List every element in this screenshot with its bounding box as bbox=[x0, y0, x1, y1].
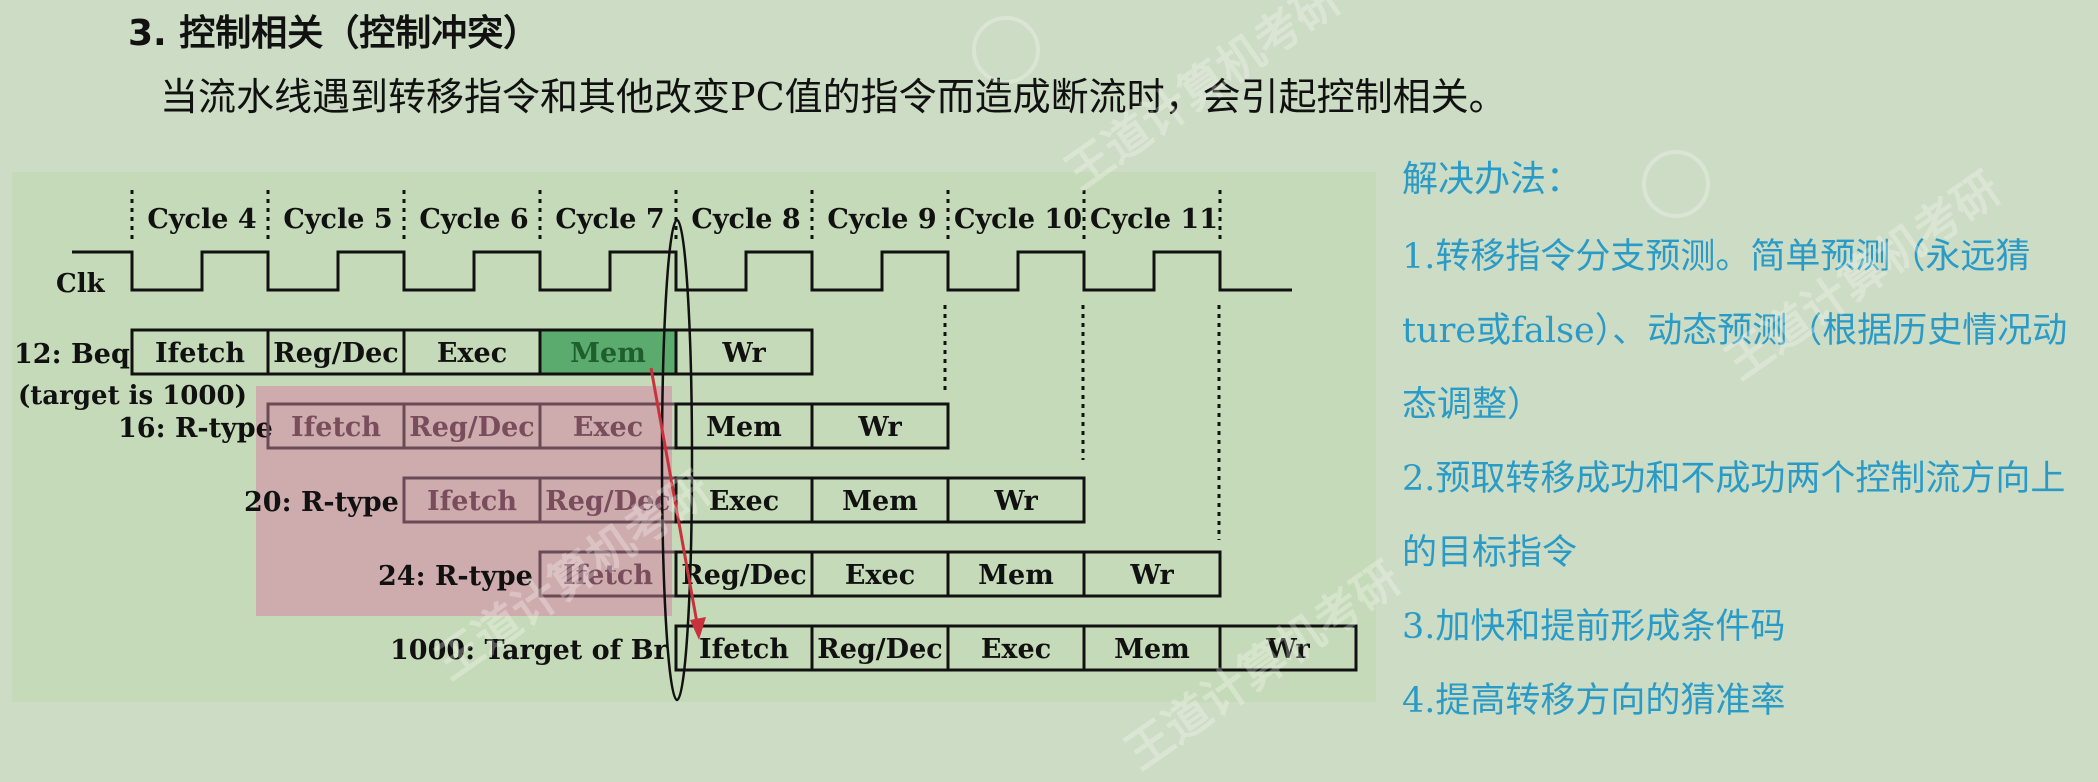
stage-label: Exec bbox=[845, 560, 915, 591]
stage-box bbox=[810, 402, 950, 450]
cycle-label: Cycle 10 bbox=[954, 204, 1082, 235]
cycle-label: Cycle 5 bbox=[283, 204, 392, 235]
stage-label: Wr bbox=[993, 486, 1038, 517]
stage-label: Wr bbox=[721, 338, 766, 369]
cycle-label: Cycle 9 bbox=[827, 204, 936, 235]
intro-text: 当流水线遇到转移指令和其他改变PC值的指令而造成断流时，会引起控制相关。 bbox=[160, 75, 1507, 119]
stage-label: Exec bbox=[981, 634, 1051, 665]
instruction-label: 24: R-type bbox=[378, 561, 533, 592]
stage-label: Ifetch bbox=[155, 338, 245, 369]
stage-label: Reg/Dec bbox=[273, 338, 398, 369]
instruction-label: 16: R-type bbox=[118, 413, 273, 444]
stage-label: Exec bbox=[709, 486, 779, 517]
instruction-sublabel: (target is 1000) bbox=[18, 381, 247, 411]
stage-label: Ifetch bbox=[699, 634, 789, 665]
pipeline-diagram: Cycle 4 Cycle 5 Cycle 6 Cycle 7 Cycle 8 Cycle… bbox=[14, 190, 1358, 702]
stage-box bbox=[1082, 550, 1222, 598]
instruction-label: 20: R-type bbox=[244, 487, 399, 518]
clock-waveform bbox=[72, 250, 1292, 292]
solution-item: 4.提高转移方向的猜准率 bbox=[1402, 681, 1786, 721]
stage-label: Mem bbox=[978, 560, 1054, 591]
solution-item: 1.转移指令分支预测。简单预测（永远猜ture或false）、动态预测（根据历史… bbox=[1402, 237, 2068, 425]
cycle-label: Cycle 8 bbox=[691, 204, 800, 235]
stage-label: Mem bbox=[842, 486, 918, 517]
stage-box bbox=[538, 328, 678, 376]
branch-resolution-oval bbox=[660, 218, 694, 702]
stage-label: Wr bbox=[1129, 560, 1174, 591]
stage-label: Mem bbox=[706, 412, 782, 443]
watermark-seal bbox=[1642, 150, 1710, 218]
clk-label: Clk bbox=[56, 269, 106, 299]
stage-box bbox=[1218, 624, 1358, 672]
cycle-label: Cycle 7 bbox=[555, 204, 664, 235]
stage-box bbox=[946, 476, 1086, 524]
section-title: 3. 控制相关（控制冲突） bbox=[128, 13, 540, 54]
stage-label: Reg/Dec bbox=[409, 412, 534, 443]
solution-item: 2.预取转移成功和不成功两个控制流方向上的目标指令 bbox=[1402, 459, 2066, 573]
branch-arrowhead bbox=[690, 617, 706, 640]
stage-label: Mem bbox=[1114, 634, 1190, 665]
solution-item: 3.加快和提前形成条件码 bbox=[1402, 607, 1786, 647]
stage-label: Reg/Dec bbox=[817, 634, 942, 665]
cycle-label: Cycle 6 bbox=[419, 204, 528, 235]
cycle-label: Cycle 4 bbox=[147, 204, 256, 235]
stage-label: Exec bbox=[437, 338, 507, 369]
solutions-title: 解决办法： bbox=[1402, 159, 1583, 200]
stall-region bbox=[256, 386, 672, 616]
stage-label: Wr bbox=[857, 412, 902, 443]
stage-label: Reg/Dec bbox=[681, 560, 806, 591]
stage-label: Ifetch bbox=[291, 412, 381, 443]
instruction-label: 12: Beq bbox=[14, 339, 130, 370]
stage-label: Reg/Dec bbox=[545, 486, 670, 517]
stage-label: Ifetch bbox=[427, 486, 517, 517]
stage-label: Exec bbox=[573, 412, 643, 443]
stage-box bbox=[674, 328, 814, 376]
stage-label: Ifetch bbox=[563, 560, 653, 591]
stage-label: Wr bbox=[1265, 634, 1310, 665]
branch-arrow bbox=[649, 367, 701, 635]
solutions-list: 1.转移指令分支预测。简单预测（永远猜ture或false）、动态预测（根据历史… bbox=[1402, 220, 2092, 738]
stage-label: Mem bbox=[570, 338, 646, 369]
cycle-label: Cycle 11 bbox=[1090, 204, 1218, 235]
instruction-label: 1000: Target of Br bbox=[390, 635, 669, 666]
